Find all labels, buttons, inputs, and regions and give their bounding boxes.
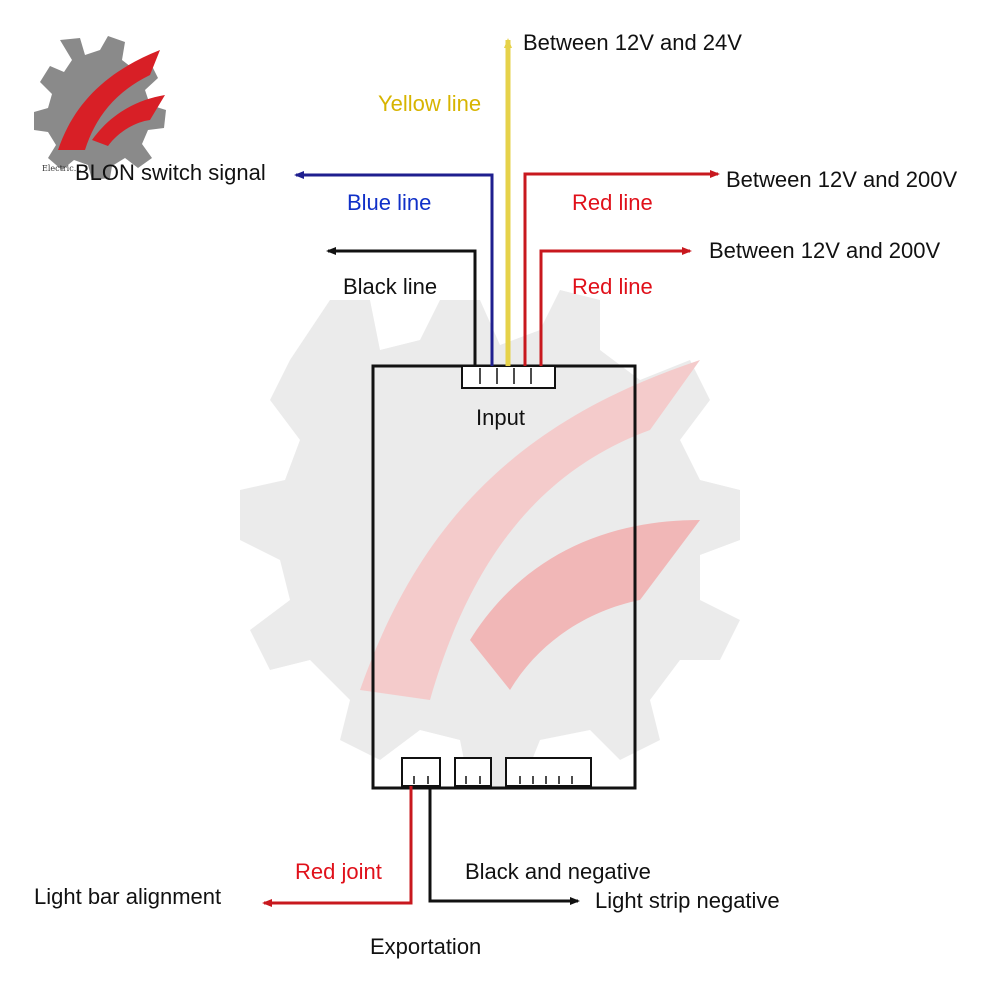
label-blue-line: Blue line: [347, 190, 432, 215]
red-wire-2: [539, 247, 692, 366]
input-connector: [461, 365, 556, 389]
black-wire: [326, 247, 477, 366]
blue-wire: [294, 171, 494, 366]
label-input: Input: [476, 405, 525, 430]
logo-caption: Electric...: [42, 164, 82, 173]
red-joint-wire: [262, 786, 413, 907]
label-light-strip-negative: Light strip negative: [595, 888, 780, 913]
label-between-12v-24v: Between 12V and 24V: [523, 30, 742, 55]
label-blon-switch-signal: BLON switch signal: [75, 160, 266, 185]
corner-gear-logo: [34, 36, 166, 180]
label-red-line-2: Red line: [572, 274, 653, 299]
output-connector-1: [401, 757, 441, 787]
black-negative-wire: [428, 786, 580, 905]
output-connector-2: [454, 757, 492, 787]
label-red-joint: Red joint: [295, 859, 382, 884]
label-light-bar-alignment: Light bar alignment: [34, 884, 222, 909]
label-yellow-line: Yellow line: [378, 91, 482, 116]
label-red-line-1: Red line: [572, 190, 653, 215]
output-connector-3: [505, 757, 592, 787]
label-black-line: Black line: [343, 274, 438, 299]
label-exportation: Exportation: [370, 934, 482, 959]
watermark-gear-logo: [240, 290, 740, 790]
label-between-12v-200v-2: Between 12V and 200V: [709, 238, 941, 263]
red-wire-1: [523, 170, 720, 366]
label-between-12v-200v-1: Between 12V and 200V: [726, 167, 958, 192]
label-black-and-negative: Black and negative: [465, 859, 651, 884]
